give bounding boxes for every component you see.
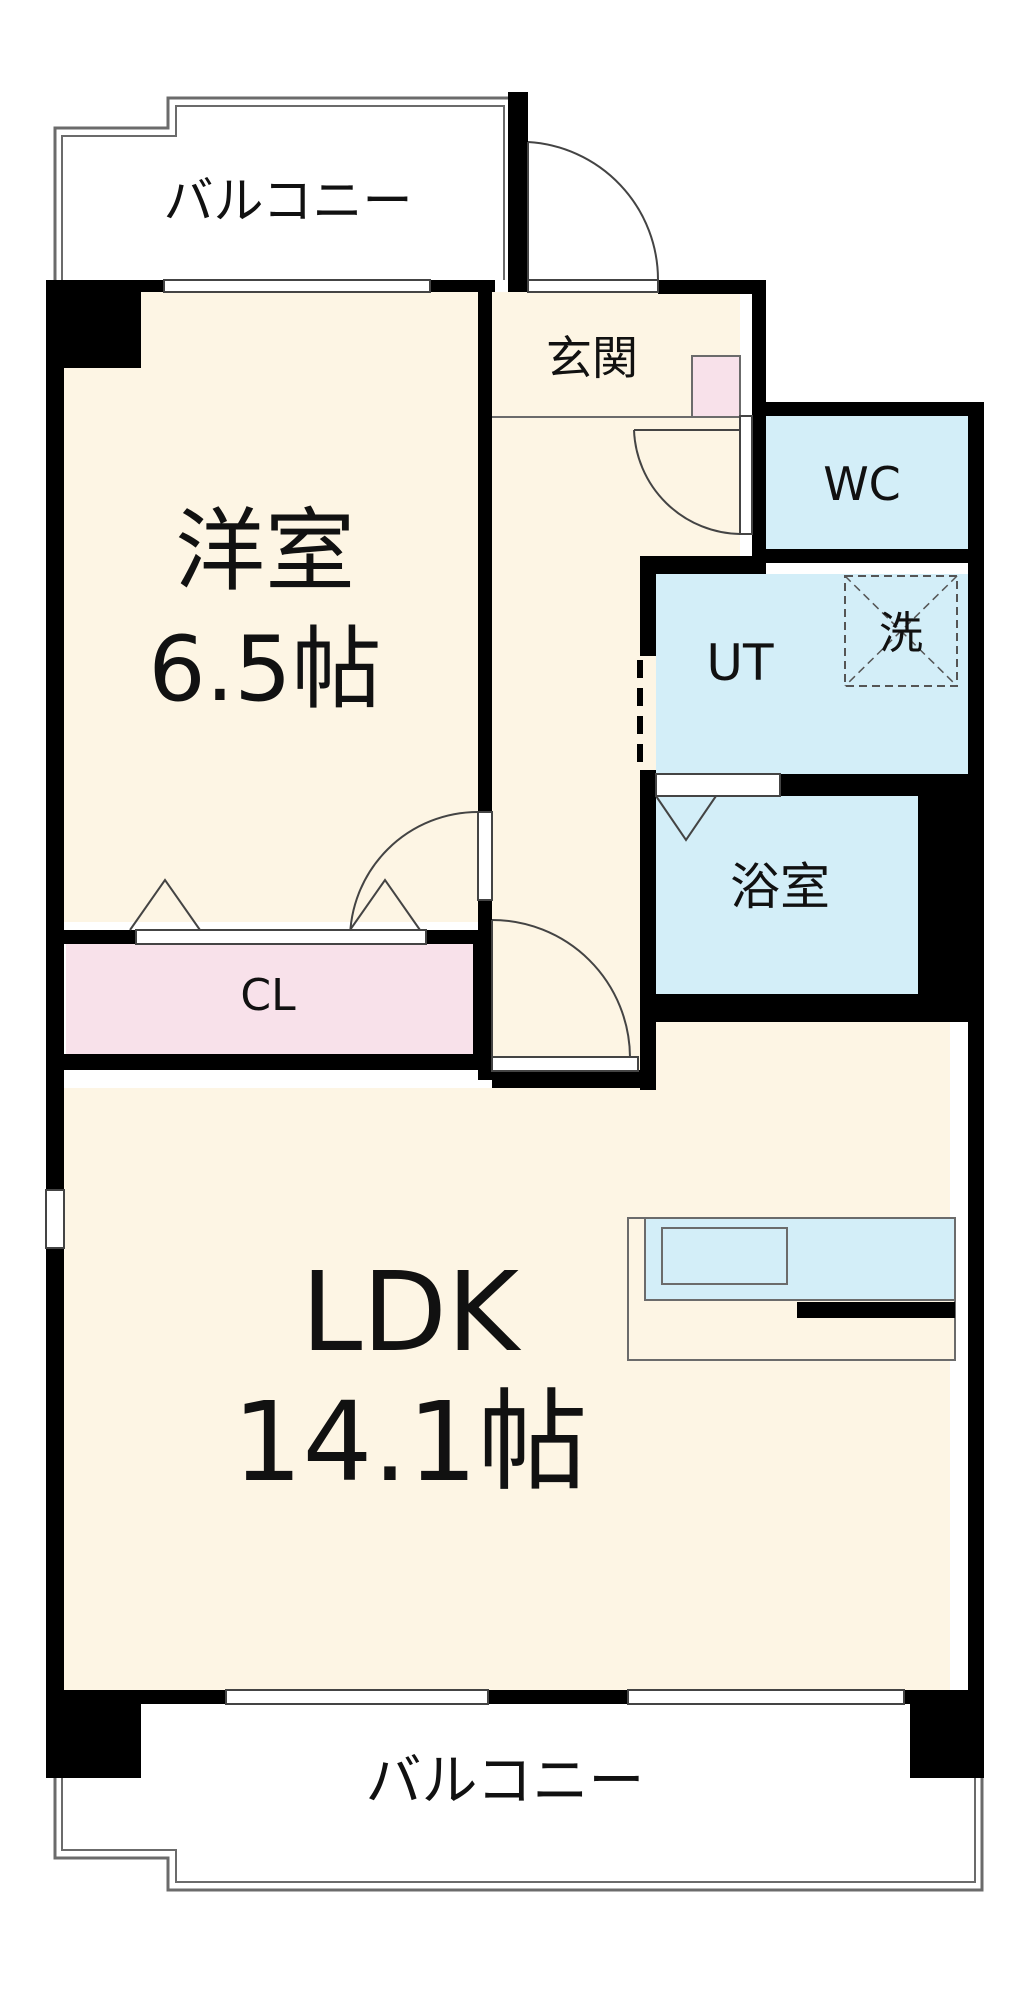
bath-floor <box>656 796 918 994</box>
kitchen-sink <box>661 1227 788 1285</box>
closet-label: CL <box>240 970 296 1021</box>
ldk-size: 14.1帖 <box>233 1378 588 1506</box>
ut-floor <box>656 574 968 774</box>
western-room-name: 洋室 <box>175 499 355 604</box>
windows <box>45 279 905 1705</box>
shoe-box <box>691 355 741 418</box>
doors <box>129 141 781 1072</box>
washer-box <box>844 575 958 687</box>
genkan-label: 玄関 <box>546 331 638 385</box>
ldk-name: LDK <box>301 1248 522 1376</box>
wc-label: WC <box>823 457 901 511</box>
balcony-top-label: バルコニー <box>164 172 413 230</box>
balcony-bottom-label: バルコニー <box>366 1749 645 1814</box>
western-room-floor <box>60 292 480 922</box>
bath-label: 浴室 <box>730 858 830 916</box>
ldk-floor <box>60 1022 950 1690</box>
washer-label: 洗 <box>879 608 923 659</box>
western-room-size: 6.5帖 <box>148 617 381 722</box>
balcony-bottom <box>53 1690 984 1892</box>
ut-label: UT <box>706 634 774 692</box>
closet-floor <box>66 944 473 1054</box>
walls <box>46 92 984 1778</box>
wc-floor <box>766 416 968 549</box>
